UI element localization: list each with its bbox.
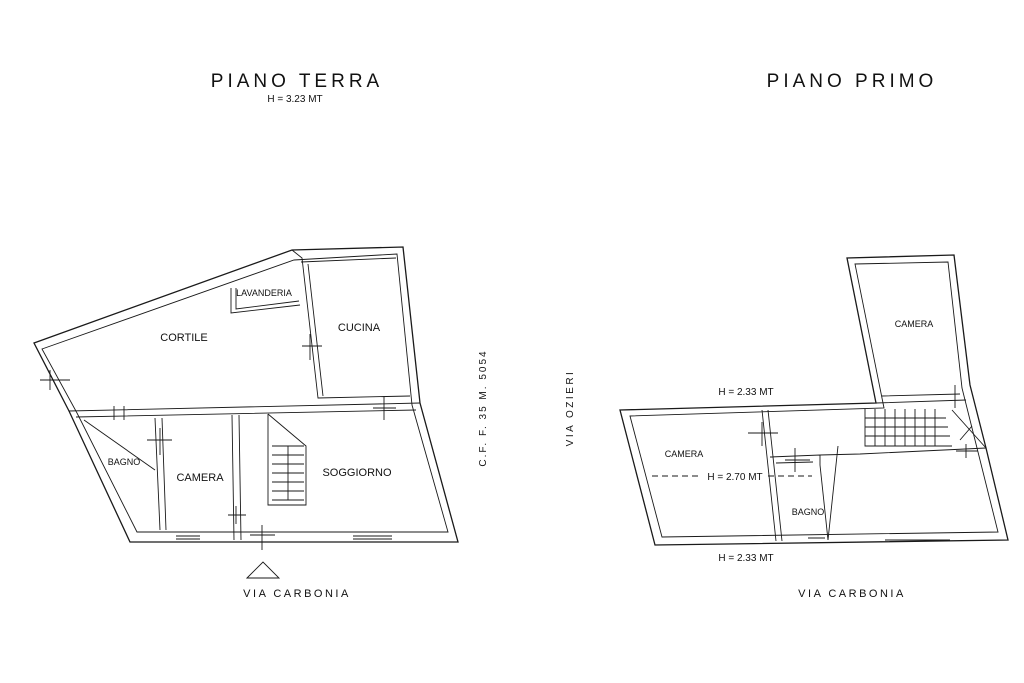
room-label-cortile: CORTILE [160,332,207,344]
ground-floor-bottom-windows [176,535,392,540]
first-floor-plan [619,254,1009,546]
room-label-bagno: BAGNO [108,457,141,467]
via-ozieri-label: VIA OZIERI [565,370,576,447]
first-floor-height-upper: H = 2.33 MT [718,387,773,398]
lavanderia-wall [230,288,301,314]
room-label-camera: CAMERA [176,472,224,484]
ground-floor-partition-walls [154,413,307,541]
ground-floor-height-note: H = 3.23 MT [267,94,322,105]
ground-floor-outer-wall [33,246,459,543]
first-floor-right-wall [819,445,987,541]
cadastral-reference-label: C.F. F. 35 M. 5054 [478,349,489,466]
ground-floor-kitchen-wall-inner [300,257,397,397]
ground-floor-title: PIANO TERRA [211,71,383,92]
first-floor-staircase [864,409,987,449]
ground-floor-middle-wall [68,402,421,418]
first-floor-top-room-wall [875,393,967,404]
entrance-marker-triangle [245,561,281,579]
first-floor-height-middle: H = 2.70 MT [707,472,762,483]
first-floor-height-lower: H = 2.33 MT [718,553,773,564]
ground-floor-street-label: VIA CARBONIA [243,588,351,600]
bagno-diagonal-wall [83,419,156,471]
first-floor-street-label: VIA CARBONIA [798,588,906,600]
first-floor-partition-walls [761,409,829,542]
room-label-lavanderia: LAVANDERIA [236,288,292,298]
first-floor-outer-wall [619,254,1009,546]
room-label-camera-top: CAMERA [895,319,934,329]
room-label-soggiorno: SOGGIORNO [322,467,392,479]
first-floor-door-marks [748,385,978,541]
room-label-bagno-first: BAGNO [792,507,825,517]
first-floor-title: PIANO PRIMO [767,71,938,92]
ground-floor-door-marks [40,334,396,550]
first-floor-inner-wall-outline [629,261,999,538]
ground-floor-kitchen-wall [291,249,411,399]
ground-floor-inner-wall-outline [41,253,449,533]
room-label-camera-left: CAMERA [665,449,704,459]
room-label-cucina: CUCINA [338,322,381,334]
ground-floor-staircase [272,445,304,501]
ground-floor-plan [33,246,459,579]
